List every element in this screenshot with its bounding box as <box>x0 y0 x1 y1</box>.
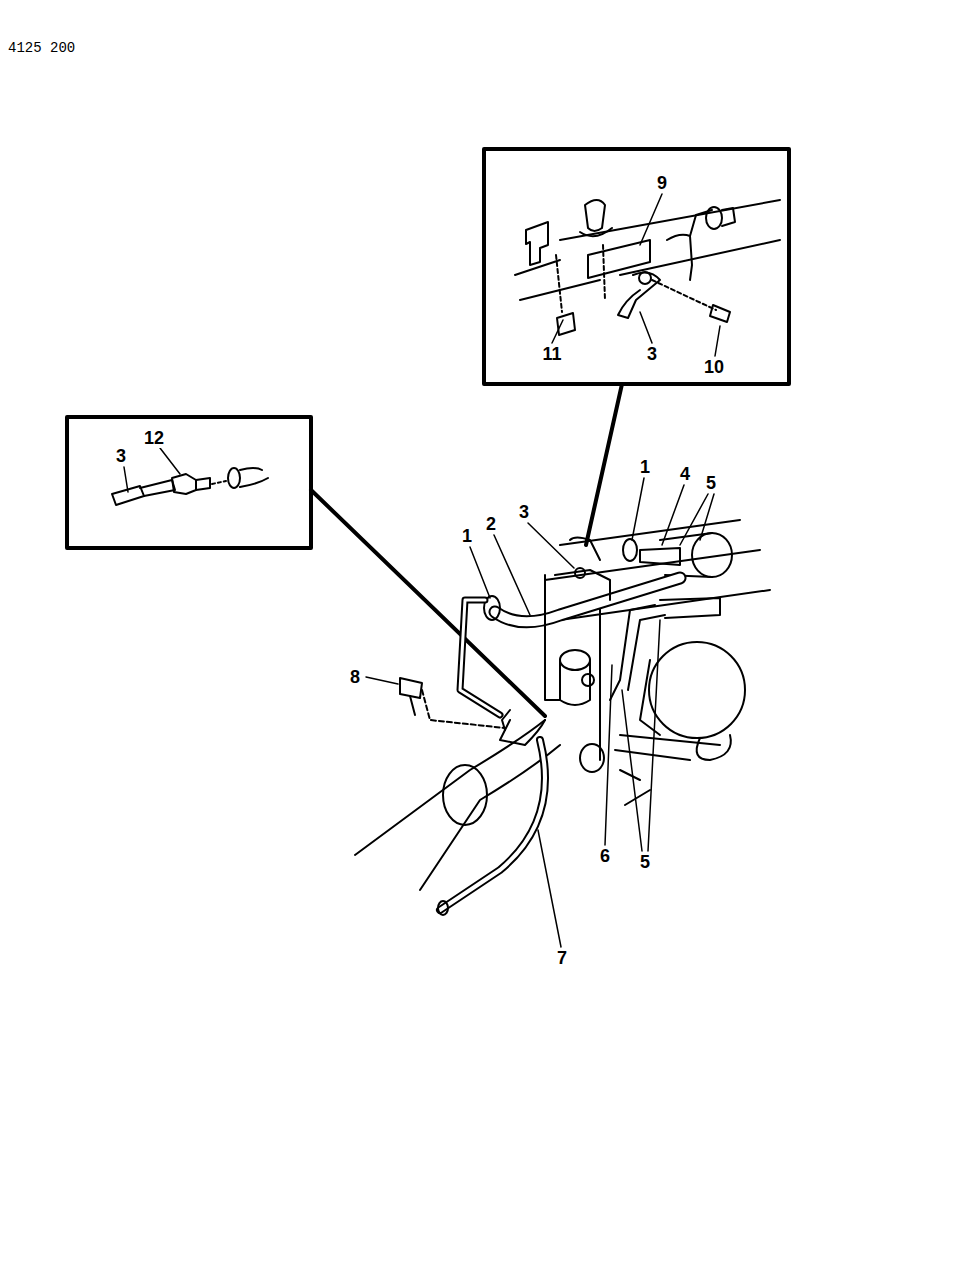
callout-number: 8 <box>348 667 362 687</box>
callout-number: 6 <box>598 846 612 866</box>
callout-number: 7 <box>555 948 569 968</box>
callout-number: 1 <box>638 457 652 477</box>
callout-number: 11 <box>540 344 563 364</box>
callout-number: 3 <box>645 344 659 364</box>
callout-number: 4 <box>678 464 692 484</box>
callout-number: 9 <box>655 173 669 193</box>
callout-number: 5 <box>638 852 652 872</box>
callout-number: 3 <box>517 502 531 522</box>
callout-number: 10 <box>702 357 726 377</box>
callout-number: 3 <box>114 446 128 466</box>
callout-number: 2 <box>484 514 498 534</box>
figure-number: 4125 200 <box>8 40 75 56</box>
callout-number: 12 <box>142 428 166 448</box>
callout-number: 5 <box>704 473 718 493</box>
callout-number: 1 <box>460 526 474 546</box>
